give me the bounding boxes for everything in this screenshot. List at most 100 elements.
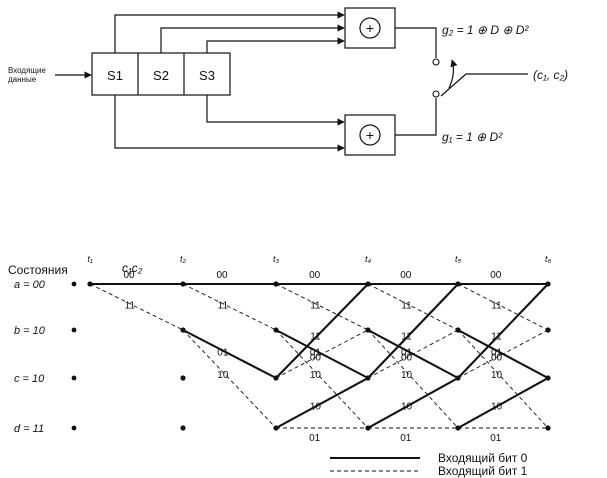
trellis-node [365,425,371,431]
state-label: d = 11 [14,423,44,435]
register-s2-label: S2 [153,68,169,83]
time-label: t₆ [545,254,552,264]
branch-label: 00 [400,270,412,281]
legend-solid-label: Входящий бит 0 [438,451,528,465]
trellis-node [365,281,371,287]
input-label-line2: данные [8,75,37,84]
trellis-node [180,327,186,333]
branch-label: 11 [125,301,136,312]
branch-bit0 [457,283,549,379]
branch-label: 00 [401,352,413,363]
branch-bit1 [457,329,549,429]
switch-rotation-arrow [448,59,458,89]
branch-label: 01 [491,348,503,359]
branch-bit0 [367,377,459,429]
branch-label: 01 [490,433,502,444]
branch-label: 11 [310,332,321,343]
time-label: t₁ [87,254,93,264]
state-labels: a = 00b = 10c = 10d = 11 [14,279,77,435]
trellis-node [455,425,461,431]
state-label-dot [71,327,77,333]
legend: Входящий бит 0 Входящий бит 1 [330,451,528,478]
branch-label: 00 [123,270,135,281]
states-heading: Состояния [8,263,68,277]
branch-bit0 [182,329,277,379]
branch-bit1 [275,329,369,379]
g2-output-line [395,27,437,58]
state-label: a = 00 [14,279,46,291]
trellis-edges [89,282,549,429]
branch-label: 00 [216,270,228,281]
trellis-node [365,327,371,333]
branch-label: 01 [309,433,321,444]
branch-bit1 [367,283,459,331]
branch-bit1 [182,283,277,331]
branch-bit1 [457,329,549,379]
branch-bit1 [182,329,277,429]
adder-g2-box [344,7,396,49]
time-label: t₄ [365,254,372,264]
branch-label: 11 [401,332,412,343]
branch-bit1 [457,283,549,331]
trellis-node [273,425,279,431]
g2-polynomial: g₂ = 1 ⊕ D ⊕ D² [442,23,529,37]
branch-label: 01 [401,348,413,359]
branch-label: 11 [401,301,412,312]
branch-label: 10 [310,370,322,381]
branch-label: 01 [217,348,229,359]
trellis-node [455,281,461,287]
branch-label: 11 [491,332,502,343]
g1-polynomial: g₁ = 1 ⊕ D² [442,130,503,144]
state-label: b = 10 [14,325,46,337]
trellis-node [87,281,93,287]
state-label-dot [71,425,77,431]
state-label-dot [71,281,77,287]
branch-label: 00 [490,270,502,281]
trellis-node [180,281,186,287]
tap-s2-to-g2 [160,24,345,53]
branch-label: 00 [310,352,322,363]
encoder-diagram: Входящие данные S1 S2 S3 + + g₂ = 1 ⊕ D [8,7,568,156]
trellis-node [273,281,279,287]
switch-contact-top [432,58,440,66]
shift-register [91,52,231,96]
tap-s1-to-g1 [114,95,345,152]
switch-blade [440,73,467,97]
legend-dashed-label: Входящий бит 1 [438,464,528,478]
branch-label: 00 [309,270,321,281]
branch-label: 11 [218,301,229,312]
trellis-nodes [87,281,551,431]
trellis-node [365,375,371,381]
branch-bit1 [367,329,459,429]
branch-bit1 [275,283,369,331]
register-s3-label: S3 [199,68,215,83]
trellis-node [455,375,461,381]
time-label: t₂ [180,254,187,264]
branch-label: 10 [491,402,503,413]
branch-bit0 [275,283,369,379]
trellis-node [545,281,551,287]
register-s1-label: S1 [107,68,123,83]
trellis-node [180,425,186,431]
trellis-node [545,375,551,381]
adder-g1-symbol: + [366,127,374,143]
branch-bit0 [275,377,369,429]
trellis-node [455,327,461,333]
time-label: t₃ [273,254,280,264]
branch-bit1 [275,329,369,429]
branch-label: 10 [217,370,229,381]
switch-contact-bottom [432,90,440,98]
branch-label: 11 [491,301,502,312]
branch-label: 10 [401,402,413,413]
branch-label: 00 [491,352,503,363]
trellis-node [545,425,551,431]
trellis-node [180,375,186,381]
branch-label: 10 [401,370,413,381]
trellis-node [273,375,279,381]
adder-g2-circle [359,17,381,39]
branch-label: 01 [310,348,322,359]
adder-g1-circle [359,124,381,146]
